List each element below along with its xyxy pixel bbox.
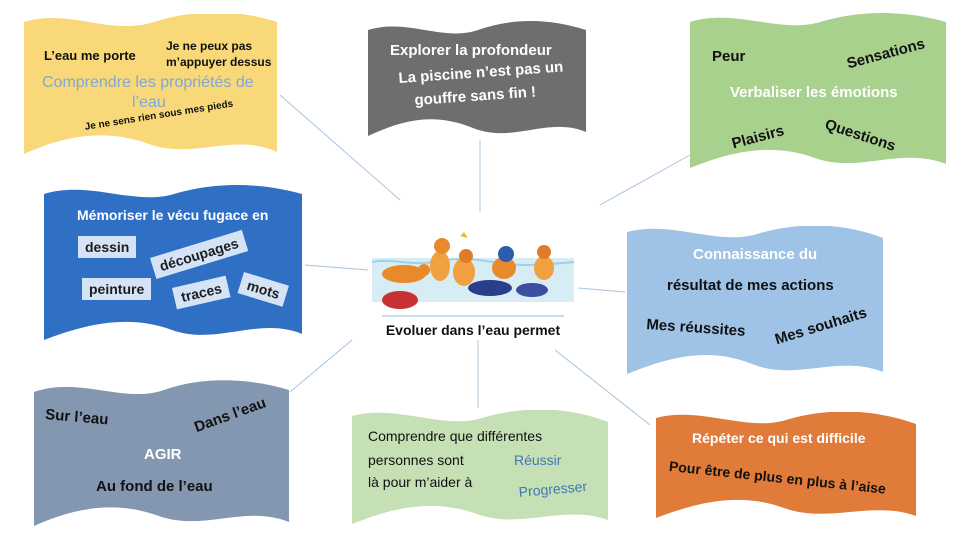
- wavy-banner-shape: [368, 21, 586, 136]
- card-text-line2: personnes sont: [368, 452, 464, 468]
- wavy-banner-shape: [627, 226, 883, 374]
- wavy-banner-shape: [690, 13, 946, 168]
- word-succeed: Réussir: [514, 452, 562, 468]
- connector-repeat: [554, 349, 651, 426]
- card-title: Répéter ce qui est difficile: [692, 430, 866, 446]
- card-title-line2: l’eau: [132, 94, 166, 111]
- card-title: Explorer la profondeur: [390, 42, 552, 59]
- card-memorize: Mémoriser le vécu fugace en dessin décou…: [44, 184, 302, 344]
- wavy-banner-shape: [34, 380, 289, 526]
- connector-act: [289, 339, 353, 393]
- connector-properties: [279, 94, 401, 201]
- card-water-properties: L’eau me porte Je ne peux pas m’appuyer …: [24, 14, 277, 157]
- wavy-banner-shape: [352, 410, 608, 524]
- swimmers-illustration: [372, 228, 574, 320]
- card-people: Comprendre que différentes personnes son…: [352, 410, 608, 526]
- chip-peinture: peinture: [82, 278, 152, 300]
- word-cannot-lean-line2: m’appuyer dessus: [166, 55, 272, 69]
- word-fear: Peur: [712, 48, 746, 65]
- connector-emotions: [599, 154, 691, 206]
- card-text-line3: là pour m’aider à: [368, 474, 473, 490]
- card-title: AGIR: [144, 446, 182, 463]
- word-water-carries-me: L’eau me porte: [44, 48, 136, 63]
- card-act: Sur l’eau Dans l’eau AGIR Au fond de l’e…: [34, 380, 289, 528]
- card-results: Connaissance du résultat de mes actions …: [627, 226, 883, 376]
- card-title: Mémoriser le vécu fugace en: [77, 207, 269, 223]
- connector-results: [577, 287, 626, 293]
- word-bottom-of-water: Au fond de l’eau: [96, 478, 213, 495]
- word-cannot-lean-line1: Je ne peux pas: [166, 39, 253, 53]
- chip-dessin: dessin: [78, 236, 137, 258]
- card-title-line2: résultat de mes actions: [667, 277, 834, 294]
- card-title: Verbaliser les émotions: [730, 84, 898, 101]
- center-label: Evoluer dans l’eau permet: [385, 322, 561, 338]
- wavy-banner-shape: [24, 14, 277, 154]
- card-text-line1: Comprendre que différentes: [368, 428, 543, 444]
- card-title-line1: Comprendre les propriétés de: [42, 74, 254, 91]
- card-explore-depth: Explorer la profondeur La piscine n’est …: [368, 20, 586, 138]
- card-emotions: Peur Sensations Verbaliser les émotions …: [690, 12, 946, 172]
- connector-memorize: [304, 264, 369, 271]
- card-title-line1: Connaissance du: [693, 246, 818, 263]
- wavy-banner-shape: [656, 412, 916, 518]
- card-repeat: Répéter ce qui est difficile Pour être d…: [656, 412, 916, 520]
